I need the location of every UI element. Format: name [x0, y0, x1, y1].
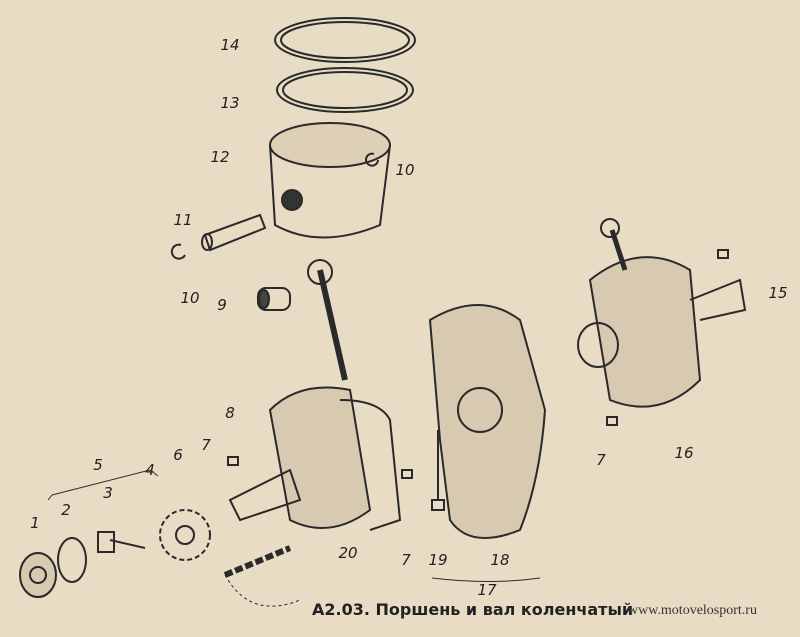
label-2: 2 [61, 501, 71, 519]
label-12: 12 [210, 148, 230, 166]
circlip-10-left [170, 243, 186, 260]
piston-ring-13 [276, 67, 414, 113]
label-17: 17 [477, 581, 497, 599]
piston-pin-11 [201, 213, 267, 252]
label-20: 20 [338, 544, 358, 562]
label-13: 13 [220, 94, 240, 112]
washer-2 [57, 537, 87, 583]
flywheel-half-18 [428, 304, 547, 539]
bolt-3 [97, 531, 146, 553]
label-19: 19 [428, 551, 448, 569]
label-1: 1 [30, 514, 40, 532]
label-6: 6 [173, 446, 183, 464]
bearing-9 [257, 287, 291, 311]
label-7-b: 7 [401, 551, 411, 569]
crankshaft-assembled-16 [577, 218, 747, 408]
label-5: 5 [93, 456, 103, 474]
label-9: 9 [217, 296, 227, 314]
nut-1 [19, 552, 57, 598]
bolt-19 [431, 430, 445, 511]
crankshaft-assembly [228, 259, 402, 531]
label-16: 16 [674, 444, 694, 462]
label-18: 18 [490, 551, 510, 569]
sprocket-4 [159, 509, 211, 561]
label-7-c: 7 [596, 451, 606, 469]
label-7-a: 7 [201, 436, 211, 454]
label-11: 11 [173, 211, 193, 229]
keys-7 [227, 249, 729, 479]
label-14: 14 [220, 36, 240, 54]
chain-20 [223, 545, 301, 607]
label-4: 4 [145, 461, 155, 479]
label-3: 3 [103, 484, 113, 502]
leader-lines [47, 469, 541, 582]
label-15: 15 [768, 284, 788, 302]
website-watermark: www.motovelosport.ru [628, 603, 757, 618]
circlip-10-top [365, 152, 379, 167]
piston-12 [269, 122, 391, 239]
label-10-top: 10 [395, 161, 415, 179]
label-10-left: 10 [180, 289, 200, 307]
figure-caption: А2.03. Поршень и вал коленчатый [312, 600, 634, 619]
piston-ring-14 [274, 17, 416, 63]
label-8: 8 [225, 404, 235, 422]
